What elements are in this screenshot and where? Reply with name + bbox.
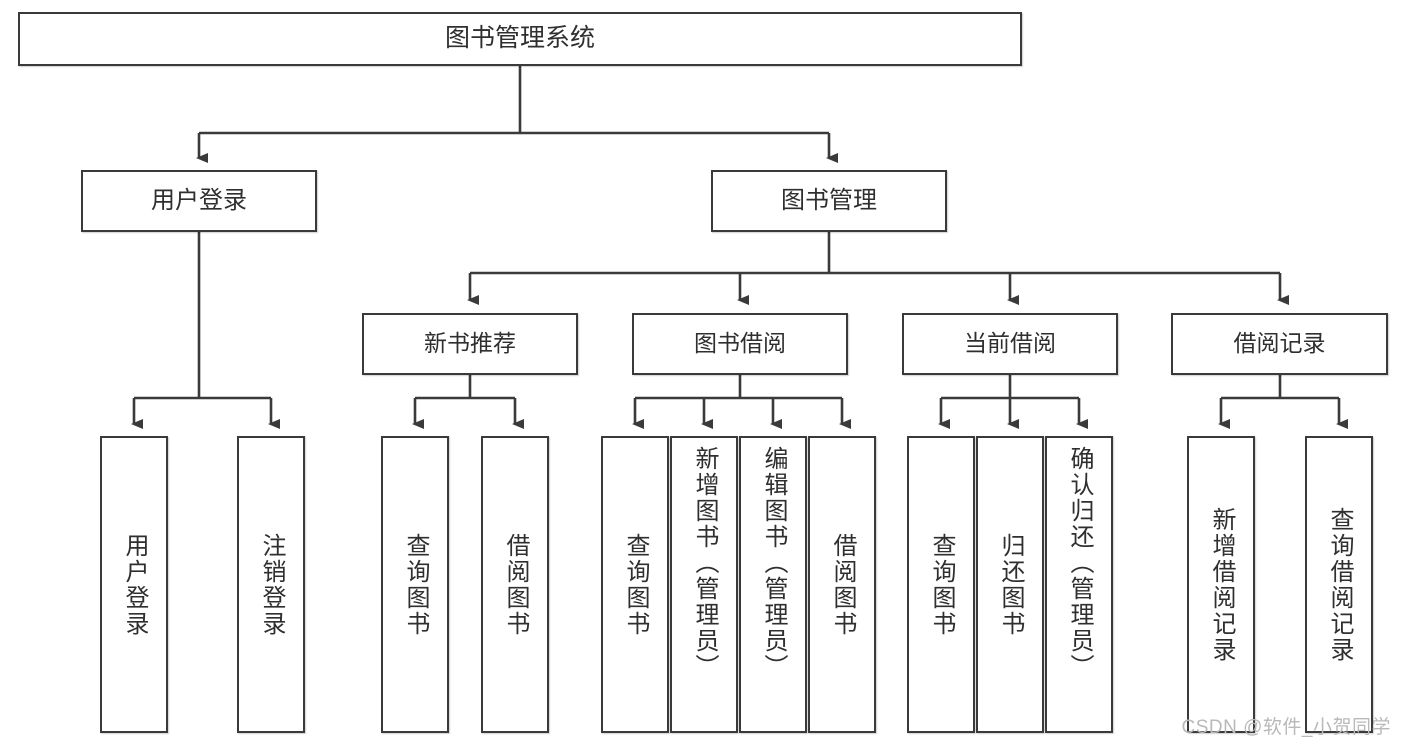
node-label: 查询借阅记录	[1326, 506, 1353, 663]
node-label: 注销登录	[258, 532, 285, 637]
node-label: 借阅图书	[502, 532, 529, 637]
leaf-query-book-current[interactable]: 查询图书	[907, 436, 975, 733]
leaf-user-login[interactable]: 用户登录	[100, 436, 168, 733]
node-label: 查询图书	[928, 532, 955, 637]
node-new-book-recommend[interactable]: 新书推荐	[362, 313, 578, 375]
leaf-logout[interactable]: 注销登录	[237, 436, 305, 733]
node-label: 图书管理系统	[444, 24, 595, 53]
leaf-query-book-borrow[interactable]: 查询图书	[601, 436, 669, 733]
leaf-borrow-book-recommend[interactable]: 借阅图书	[481, 436, 549, 733]
node-label: 查询图书	[622, 532, 649, 637]
node-label: 借阅图书	[829, 532, 856, 637]
leaf-borrow-book[interactable]: 借阅图书	[808, 436, 876, 733]
node-label: 图书借阅	[694, 330, 786, 357]
leaf-return-book[interactable]: 归还图书	[976, 436, 1044, 733]
node-label: 用户登录	[151, 186, 247, 214]
node-label: 新增图书（管理员）	[691, 446, 718, 680]
node-book-borrow[interactable]: 图书借阅	[632, 313, 848, 375]
node-label: 当前借阅	[964, 330, 1056, 357]
node-label: 归还图书	[997, 532, 1024, 637]
node-label: 确认归还（管理员）	[1066, 446, 1093, 680]
leaf-query-borrow-record[interactable]: 查询借阅记录	[1305, 436, 1373, 733]
leaf-add-book-admin[interactable]: 新增图书（管理员）	[670, 436, 738, 733]
node-current-borrow[interactable]: 当前借阅	[902, 313, 1118, 375]
node-label: 借阅记录	[1233, 330, 1326, 357]
node-label: 查询图书	[402, 532, 429, 637]
leaf-add-borrow-record[interactable]: 新增借阅记录	[1187, 436, 1255, 733]
node-label: 用户登录	[121, 532, 148, 637]
node-label: 编辑图书（管理员）	[760, 446, 787, 680]
csdn-watermark: CSDN @软件_小贺同学	[1181, 717, 1391, 738]
node-book-management[interactable]: 图书管理	[711, 170, 947, 232]
node-root-system[interactable]: 图书管理系统	[18, 12, 1022, 66]
node-label: 图书管理	[781, 186, 877, 214]
node-label: 新增借阅记录	[1208, 506, 1235, 663]
node-user-login[interactable]: 用户登录	[81, 170, 317, 232]
leaf-query-book-recommend[interactable]: 查询图书	[381, 436, 449, 733]
node-borrow-record[interactable]: 借阅记录	[1171, 313, 1388, 375]
leaf-confirm-return-admin[interactable]: 确认归还（管理员）	[1045, 436, 1113, 733]
leaf-edit-book-admin[interactable]: 编辑图书（管理员）	[739, 436, 807, 733]
node-label: 新书推荐	[424, 330, 516, 357]
